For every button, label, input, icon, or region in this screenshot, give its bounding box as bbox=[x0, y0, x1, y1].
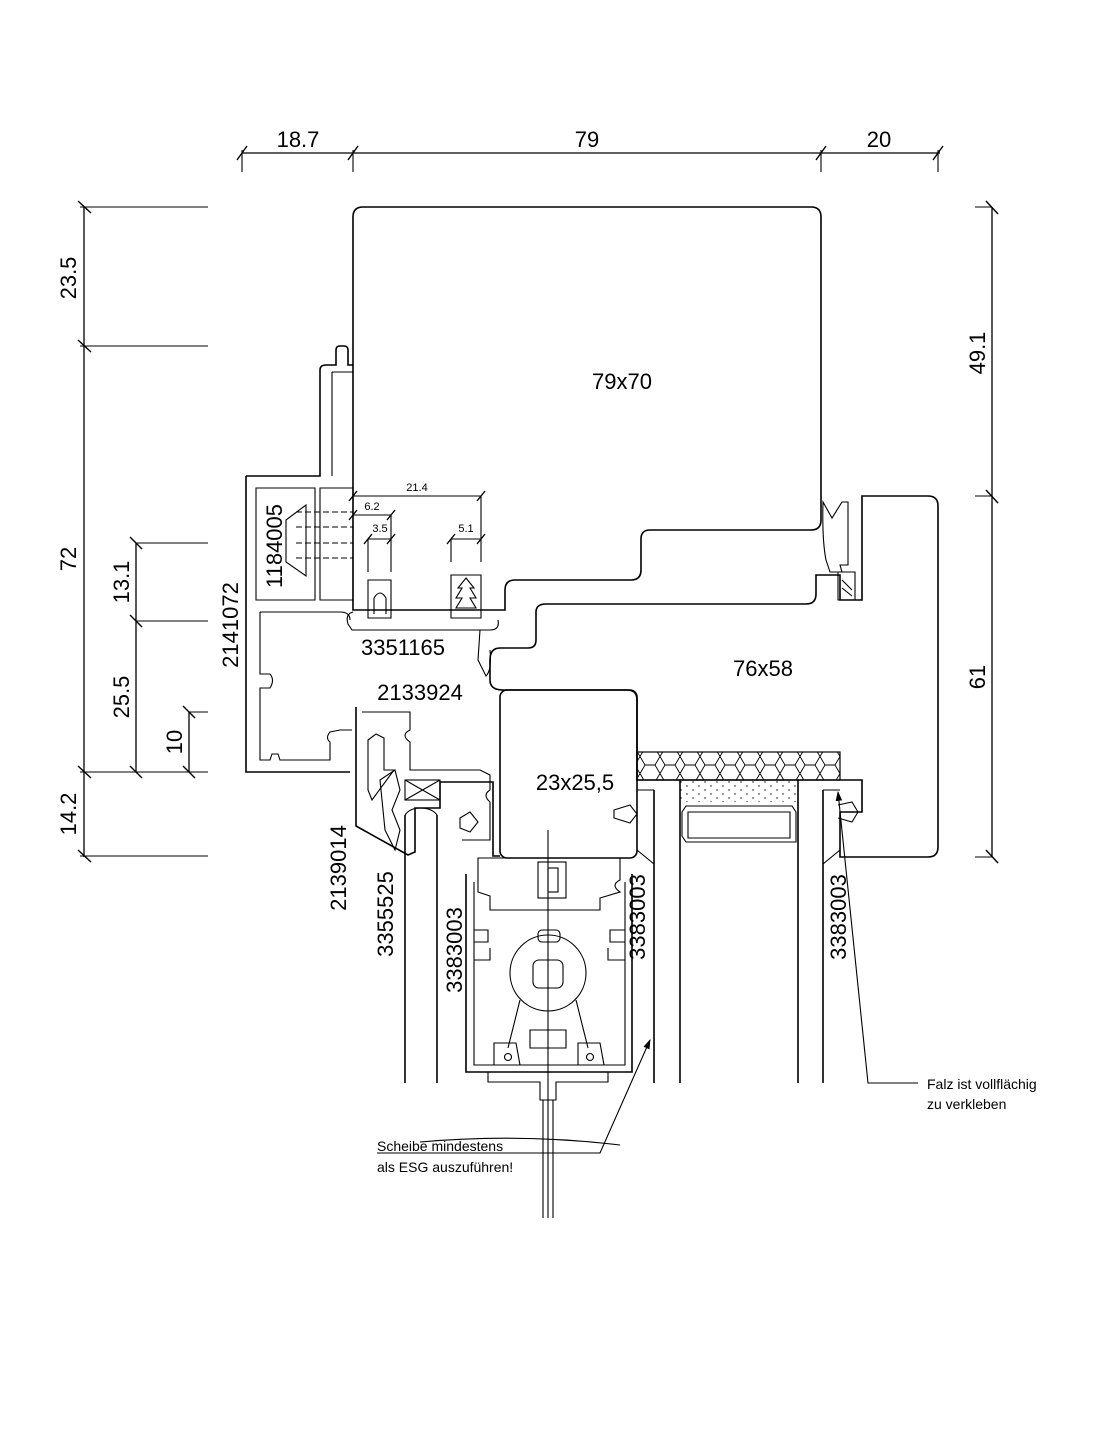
dim-right-49-1: 49.1 bbox=[965, 332, 990, 375]
glass-pane-left bbox=[404, 807, 438, 1083]
anchor-1184005: 1184005 bbox=[262, 503, 353, 588]
dim-top-79: 79 bbox=[575, 127, 599, 152]
part-label-1184005: 1184005 bbox=[262, 504, 287, 588]
hardware-channel bbox=[465, 857, 633, 1101]
part-label-3383003-b: 3383003 bbox=[625, 874, 650, 960]
insulated-glazing-unit bbox=[636, 751, 859, 1083]
note-glass-line2: als ESG auszuführen! bbox=[377, 1159, 513, 1175]
lower-timber-label: 76x58 bbox=[733, 656, 793, 681]
note-rebate-line1: Falz ist vollflächig bbox=[927, 1076, 1037, 1092]
part-label-2133924: 2133924 bbox=[377, 680, 463, 705]
dim-left-10: 10 bbox=[162, 730, 187, 754]
note-glass-line1: Scheibe mindestens bbox=[377, 1138, 503, 1154]
upper-timber-label: 79x70 bbox=[592, 369, 652, 394]
dim-detail-6-2: 6.2 bbox=[364, 501, 379, 513]
part-label-3355525: 3355525 bbox=[373, 871, 398, 957]
note-rebate-line2: zu verkleben bbox=[927, 1096, 1006, 1112]
dim-left-72: 72 bbox=[56, 547, 81, 571]
right-dimension-chain: 49.1 61 bbox=[965, 200, 999, 864]
profile-2133924: 2133924 bbox=[355, 680, 500, 857]
small-block-section: 23x25,5 bbox=[499, 689, 638, 859]
dim-top-18-7: 18.7 bbox=[277, 127, 320, 152]
left-dimension-chain: 23.5 72 14.2 bbox=[56, 200, 208, 863]
profile-2141072 bbox=[245, 345, 354, 773]
dim-top-20: 20 bbox=[867, 127, 891, 152]
dim-left-23-5: 23.5 bbox=[56, 257, 81, 300]
dim-left-13-1: 13.1 bbox=[109, 561, 134, 604]
part-label-2141072: 2141072 bbox=[218, 582, 243, 668]
dim-detail-21-4: 21.4 bbox=[406, 482, 427, 494]
dim-right-61: 61 bbox=[965, 665, 990, 689]
left-inner-dimension-chain: 13.1 25.5 10 bbox=[109, 536, 208, 779]
detail-dimensions: 21.4 6.2 3.5 5.1 bbox=[348, 482, 486, 572]
dim-left-25-5: 25.5 bbox=[109, 676, 134, 719]
small-block-label: 23x25,5 bbox=[536, 770, 614, 795]
lower-timber-section: 76x58 bbox=[489, 495, 939, 858]
profile-3351165: 3351165 bbox=[346, 574, 499, 677]
part-label-3351165: 3351165 bbox=[361, 635, 445, 660]
note-rebate-bonding: Falz ist vollflächig zu verkleben bbox=[835, 790, 1037, 1112]
upper-timber-section: 79x70 bbox=[352, 206, 822, 611]
top-dimension-chain: 18.7 79 20 bbox=[236, 127, 944, 172]
part-label-2139014: 2139014 bbox=[326, 825, 351, 911]
weather-seal bbox=[822, 499, 856, 601]
part-label-3383003-c: 3383003 bbox=[826, 874, 851, 960]
dim-detail-5-1: 5.1 bbox=[458, 523, 473, 535]
part-label-3383003-a: 3383003 bbox=[442, 907, 467, 993]
note-glass-esg: Scheibe mindestens als ESG auszuführen! bbox=[377, 1038, 651, 1175]
dim-left-14-2: 14.2 bbox=[56, 793, 81, 836]
dim-detail-3-5: 3.5 bbox=[372, 523, 387, 535]
